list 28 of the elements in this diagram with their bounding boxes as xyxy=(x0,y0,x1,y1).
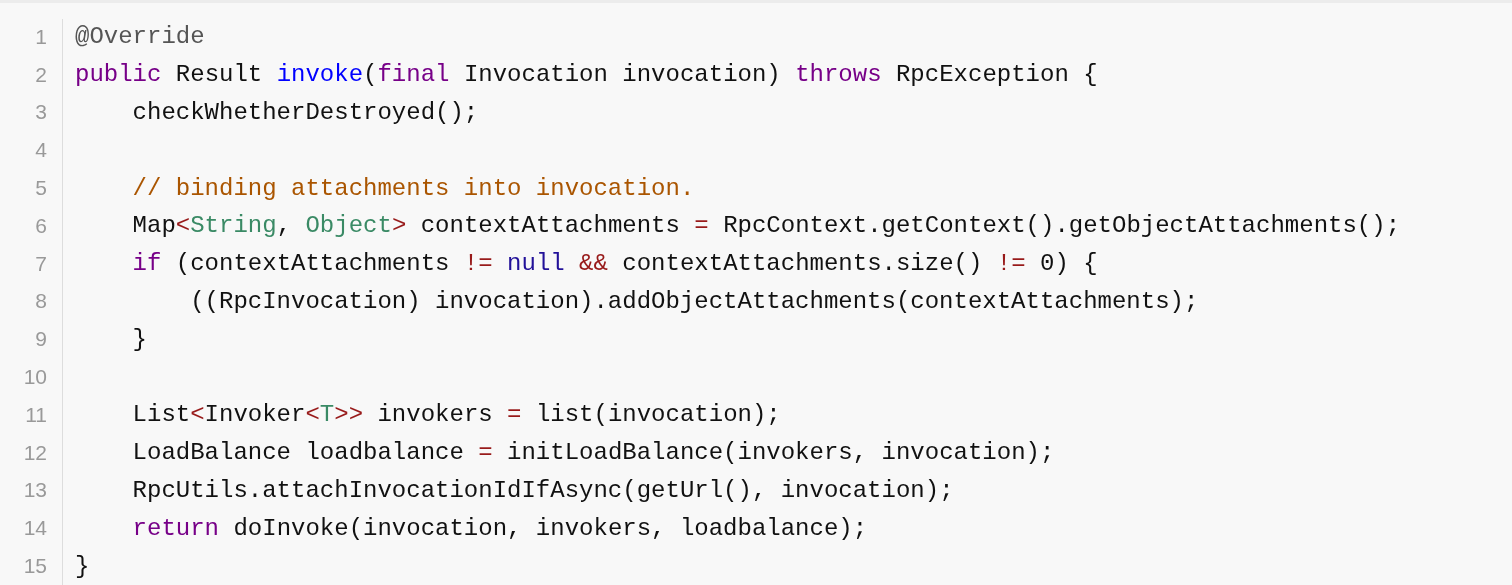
line-number: 8 xyxy=(34,289,47,314)
line-number: 7 xyxy=(34,251,47,276)
line-number: 6 xyxy=(34,213,47,238)
code-line: } xyxy=(75,552,90,580)
line-number: 13 xyxy=(22,478,47,503)
code-line: Map<String, Object> contextAttachments = RpcContext.getContext().getObjectAttachments(); xyxy=(132,212,1401,240)
line-number: 2 xyxy=(34,62,47,87)
line-number: 15 xyxy=(22,554,47,579)
code-line: checkWhetherDestroyed(); xyxy=(132,99,479,126)
line-number: 10 xyxy=(22,365,47,390)
code-line: RpcUtils.attachInvocationIdIfAsync(getUrl(), invocation); xyxy=(132,477,954,504)
line-number: 9 xyxy=(34,327,47,352)
line-number: 3 xyxy=(34,100,47,125)
code-line: } xyxy=(132,325,147,353)
code-line: @Override xyxy=(75,23,205,51)
line-number: 1 xyxy=(34,24,47,49)
code-line: ((RpcInvocation) invocation).addObjectAttachments(contextAttachments); xyxy=(190,288,1199,315)
line-number: 5 xyxy=(34,176,47,201)
code-line: public Result invoke(final Invocation invocation) throws RpcException { xyxy=(75,61,1098,89)
code-line: return doInvoke(invocation, invokers, loadbalance); xyxy=(132,514,868,542)
code-line: // binding attachments into invocation. xyxy=(132,174,695,202)
code-line: LoadBalance loadbalance = initLoadBalance(invokers, invocation); xyxy=(132,439,1055,467)
code-line: List<Invoker<T>> invokers = list(invocation); xyxy=(132,401,781,429)
line-number: 11 xyxy=(24,402,47,427)
code-line: if (contextAttachments != null && contextAttachments.size() != 0) { xyxy=(132,250,1098,278)
line-number: 14 xyxy=(22,516,47,541)
line-number: 4 xyxy=(34,138,47,163)
line-number: 12 xyxy=(22,440,47,465)
